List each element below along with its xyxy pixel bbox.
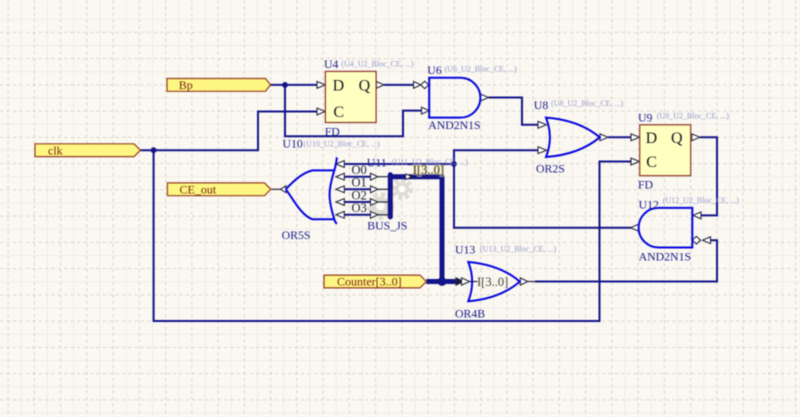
svg-text:U12: U12	[639, 197, 659, 211]
svg-text:OR4B: OR4B	[455, 306, 485, 320]
svg-text:(U10_U2_Bloc_CE, ...): (U10_U2_Bloc_CE, ...)	[304, 139, 381, 148]
svg-text:OR2S: OR2S	[536, 161, 565, 175]
svg-text:U11: U11	[367, 155, 387, 169]
svg-text:FD: FD	[638, 177, 654, 191]
svg-text:U9: U9	[638, 110, 653, 124]
svg-text:(U11_U2_Bloc_CE, ...): (U11_U2_Bloc_CE, ...)	[392, 157, 468, 166]
svg-text:O1: O1	[352, 176, 367, 190]
svg-text:AND2N1S: AND2N1S	[428, 118, 480, 132]
svg-text:D: D	[333, 78, 345, 95]
svg-text:CE_out: CE_out	[180, 183, 217, 197]
svg-text:C: C	[333, 104, 344, 121]
svg-text:(U9_U2_Bloc_CE, ...): (U9_U2_Bloc_CE, ...)	[657, 111, 730, 120]
svg-text:BUS_JS: BUS_JS	[367, 218, 407, 232]
svg-text:Q: Q	[671, 130, 683, 147]
svg-text:D: D	[646, 130, 658, 147]
svg-text:I[3..0]: I[3..0]	[413, 163, 444, 177]
svg-text:OR5S: OR5S	[282, 228, 311, 242]
svg-text:U4: U4	[324, 57, 339, 71]
svg-text:U6: U6	[427, 63, 442, 77]
svg-text:Bp: Bp	[179, 78, 193, 92]
svg-text:U13: U13	[455, 242, 475, 256]
svg-text:U8: U8	[534, 98, 549, 112]
svg-text:C: C	[646, 154, 657, 171]
svg-text:FD: FD	[325, 124, 341, 138]
svg-text:Q: Q	[359, 78, 371, 95]
svg-text:(U12_U2_Bloc_CE, ...): (U12_U2_Bloc_CE, ...)	[663, 196, 740, 205]
svg-text:I[3..0]: I[3..0]	[413, 163, 444, 177]
svg-text:O2: O2	[352, 188, 367, 202]
svg-text:(U6_U2_Bloc_CE, ...): (U6_U2_Bloc_CE, ...)	[445, 64, 518, 73]
svg-text:U10: U10	[283, 136, 303, 150]
svg-text:(U8_U2_Bloc_CE, ...): (U8_U2_Bloc_CE, ...)	[551, 99, 624, 108]
svg-text:clk: clk	[48, 143, 63, 157]
svg-text:(U4_U2_Bloc_CE, ...): (U4_U2_Bloc_CE, ...)	[341, 59, 414, 68]
svg-text:(U13_U2_Bloc_CE, ...): (U13_U2_Bloc_CE, ...)	[480, 244, 557, 253]
svg-text:O3: O3	[352, 201, 367, 215]
svg-text:Counter[3..0]: Counter[3..0]	[337, 275, 402, 289]
svg-text:O0: O0	[352, 163, 367, 177]
svg-text:AND2N1S: AND2N1S	[639, 249, 691, 263]
svg-text:I[3..0]: I[3..0]	[477, 275, 508, 289]
